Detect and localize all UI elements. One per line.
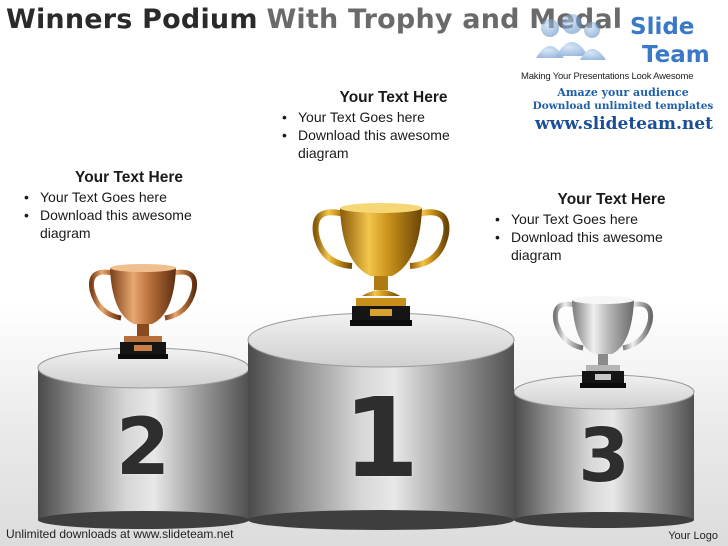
text-block-first: Your Text Here Your Text Goes here Downl…: [276, 89, 491, 162]
podium-first: [247, 312, 515, 530]
logo-slide-text: Slide: [630, 14, 695, 40]
first-bullet-1: Your Text Goes here: [276, 108, 491, 126]
podium-number-third: 3: [578, 413, 630, 499]
third-bullet-2-text: Download this awesome: [511, 229, 663, 245]
podium-second: [37, 347, 250, 529]
podium-number-second: 2: [115, 403, 171, 493]
logo-team-text: Team: [642, 42, 710, 68]
text-block-third: Your Text Here Your Text Goes here Downl…: [489, 191, 714, 264]
title-main: Winners Podium: [6, 4, 258, 35]
second-bullet-2-cont: diagram: [40, 225, 91, 241]
second-bullet-2: Download this awesome diagram: [18, 206, 228, 242]
brand-url[interactable]: www.slideteam.net: [535, 114, 713, 134]
footer-logo-placeholder: Your Logo: [668, 530, 718, 542]
second-bullet-1: Your Text Goes here: [18, 188, 228, 206]
gold-trophy-icon: [312, 203, 450, 326]
silver-trophy-icon: [552, 296, 654, 388]
brand-tagline: Making Your Presentations Look Awesome: [521, 71, 694, 82]
first-bullet-2-cont: diagram: [298, 145, 349, 161]
third-bullet-2: Download this awesome diagram: [489, 228, 714, 264]
footer-downloads-link[interactable]: Unlimited downloads at www.slideteam.net: [6, 527, 234, 541]
third-bullet-2-cont: diagram: [511, 247, 562, 263]
bronze-trophy-icon: [88, 264, 198, 359]
text-block-second: Your Text Here Your Text Goes here Downl…: [18, 169, 228, 242]
brand-logo: Slide Team: [528, 6, 728, 84]
slide-title: Winners Podium With Trophy and Medal: [6, 4, 622, 35]
people-icon: [536, 14, 606, 60]
podium-third: [513, 374, 695, 528]
first-bullet-2-text: Download this awesome: [298, 127, 450, 143]
third-bullet-1: Your Text Goes here: [489, 210, 714, 228]
promo-line2: Download unlimited templates: [532, 100, 714, 112]
second-bullet-2-text: Download this awesome: [40, 207, 192, 223]
third-heading: Your Text Here: [557, 191, 666, 208]
title-sub: With Trophy and Medal: [266, 4, 623, 35]
promo-line1: Amaze your audience: [557, 86, 689, 99]
podium-number-first: 1: [342, 374, 420, 502]
first-bullet-2: Download this awesome diagram: [276, 126, 491, 162]
first-heading: Your Text Here: [339, 89, 448, 106]
second-heading: Your Text Here: [75, 169, 183, 186]
